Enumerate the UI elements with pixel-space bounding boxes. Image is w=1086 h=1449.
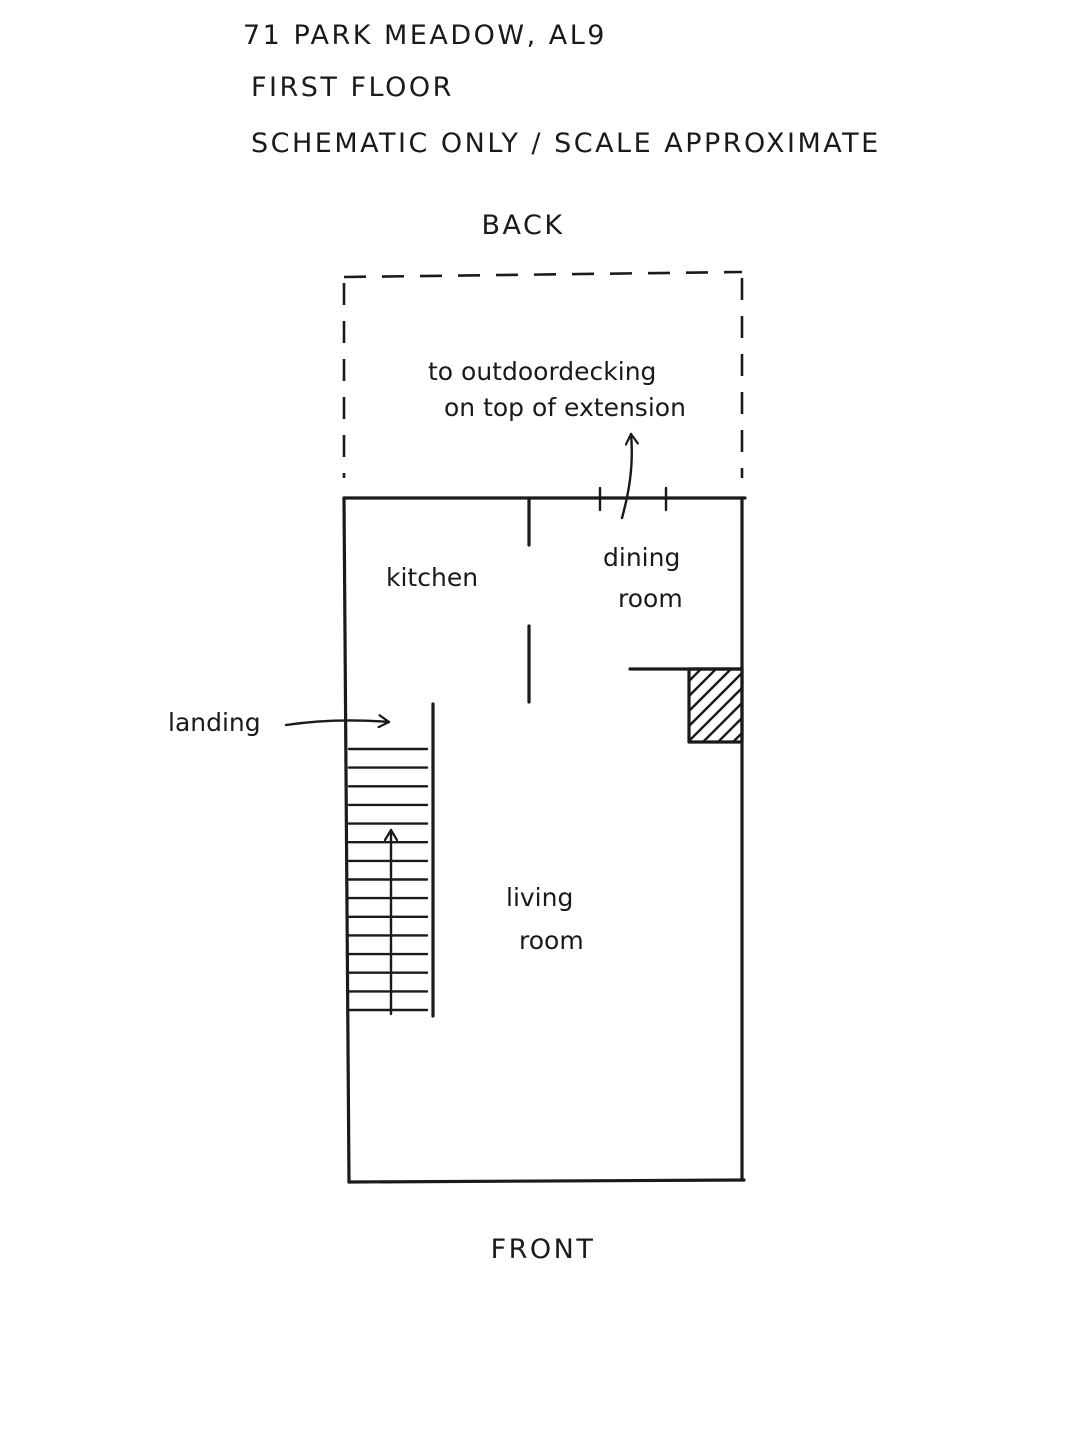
back-label: BACK [481, 210, 564, 241]
address-title: 71 PARK MEADOW, AL9 [243, 20, 607, 51]
outdoor-note-line2: on top of extension [444, 393, 686, 422]
floor-title: FIRST FLOOR [251, 72, 454, 103]
decking-door-opening [598, 486, 668, 512]
outdoor-note-line1: to outdoordecking [428, 357, 656, 386]
living-room-label-line2: room [519, 926, 584, 955]
kitchen-label: kitchen [386, 563, 478, 592]
dining-room-label-line1: dining [603, 543, 680, 572]
staircase-treads [347, 747, 429, 1012]
interior-partitions [431, 498, 744, 1018]
landing-arrow [284, 720, 391, 725]
outdoor-decking-outline [342, 270, 744, 478]
exterior-walls [342, 496, 747, 1184]
chimney-breast [687, 667, 744, 744]
front-label: FRONT [491, 1234, 596, 1265]
living-room-label-line1: living [506, 883, 573, 912]
landing-label: landing [168, 708, 261, 737]
dining-room-label-line2: room [618, 584, 683, 613]
to-decking-arrow [620, 432, 632, 520]
scale-note: SCHEMATIC ONLY / SCALE APPROXIMATE [251, 128, 881, 159]
